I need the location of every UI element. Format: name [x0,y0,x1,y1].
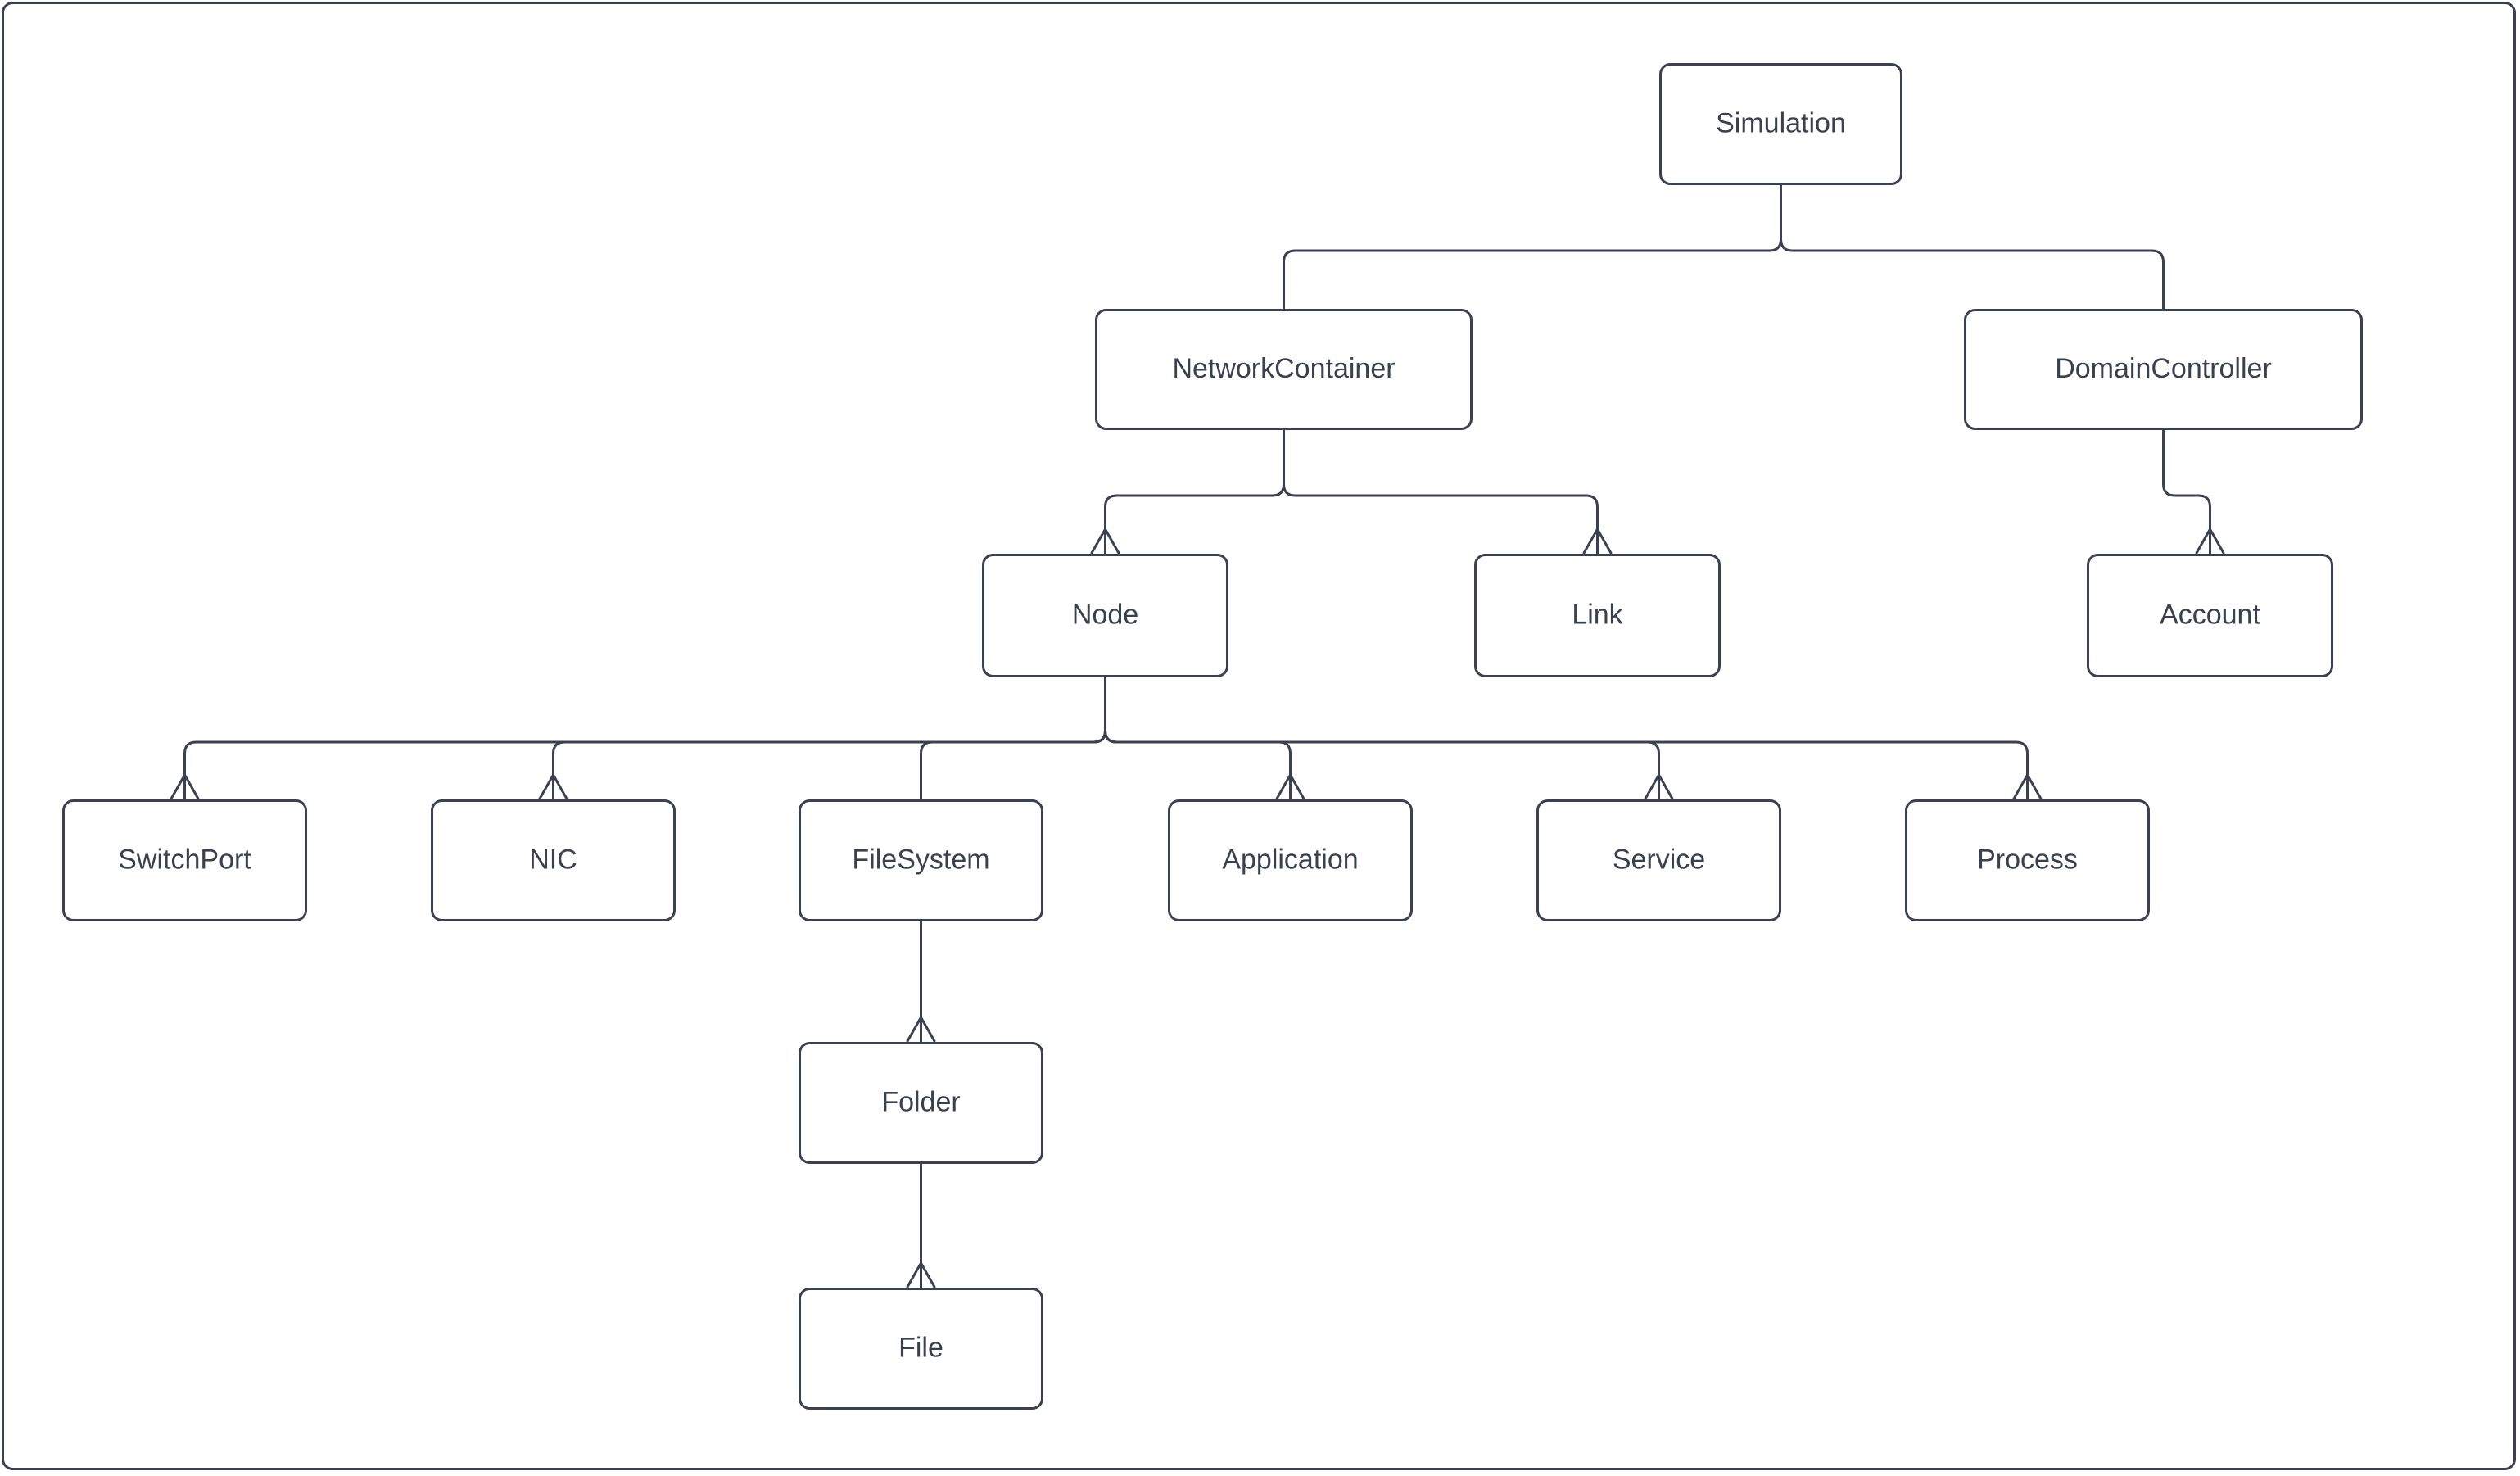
edge-simulation-to-domaincontroller [1780,185,2165,309]
edge-networkcontainer-to-link [1283,430,1599,554]
class-box-rect-process [1905,799,2150,921]
class-box-rect-file [799,1288,1043,1410]
class-box-simulation[interactable]: Simulation [1659,63,1902,185]
class-box-link[interactable]: Link [1474,554,1721,677]
class-box-label-filesystem: FileSystem [852,844,989,875]
class-box-service[interactable]: Service [1536,799,1781,921]
class-box-rect-account [2087,554,2333,677]
class-box-rect-nic [431,799,676,921]
class-box-folder[interactable]: Folder [799,1042,1043,1164]
class-box-label-switchport: SwitchPort [118,844,251,875]
class-box-label-networkcontainer: NetworkContainer [1172,353,1395,384]
class-box-account[interactable]: Account [2087,554,2333,677]
class-box-label-process: Process [1977,844,2078,875]
class-box-label-service: Service [1613,844,1705,875]
class-box-label-node: Node [1072,599,1138,630]
class-box-label-application: Application [1222,844,1358,875]
edge-domaincontroller-to-account [2162,430,2211,554]
class-box-rect-filesystem [799,799,1043,921]
edge-node-to-process [1104,677,2029,799]
class-box-switchport[interactable]: SwitchPort [62,799,307,921]
class-box-label-domaincontroller: DomainController [2055,353,2272,384]
class-box-label-file: File [898,1332,943,1363]
class-box-domaincontroller[interactable]: DomainController [1964,309,2363,430]
class-box-rect-node [982,554,1228,677]
generalization-arrow-account [2195,526,2225,555]
class-box-process[interactable]: Process [1905,799,2150,921]
generalization-arrow-file [906,1260,936,1288]
generalization-arrow-node [1090,526,1120,555]
class-box-label-simulation: Simulation [1716,107,1846,138]
class-box-rect-application [1168,799,1413,921]
class-box-label-account: Account [2160,599,2260,630]
class-box-rect-domaincontroller [1964,309,2363,430]
class-box-label-link: Link [1572,599,1623,630]
generalization-arrow-application [1275,772,1305,800]
class-box-networkcontainer[interactable]: NetworkContainer [1095,309,1473,430]
generalization-arrow-switchport [170,772,200,800]
class-box-application[interactable]: Application [1168,799,1413,921]
generalization-arrow-process [2012,772,2043,800]
class-box-rect-simulation [1659,63,1902,185]
generalization-arrow-link [1582,526,1613,555]
generalization-arrow-folder [906,1014,936,1043]
class-box-nic[interactable]: NIC [431,799,676,921]
class-box-rect-networkcontainer [1095,309,1473,430]
class-box-label-nic: NIC [529,844,577,875]
edge-layer [170,185,2225,1288]
generalization-arrow-service [1644,772,1674,800]
class-box-filesystem[interactable]: FileSystem [799,799,1043,921]
class-box-rect-link [1474,554,1721,677]
class-box-label-folder: Folder [881,1086,960,1117]
class-box-rect-folder [799,1042,1043,1164]
class-box-rect-switchport [62,799,307,921]
class-box-node[interactable]: Node [982,554,1228,677]
generalization-arrow-nic [538,772,568,800]
class-box-file[interactable]: File [799,1288,1043,1410]
class-box-rect-service [1536,799,1781,921]
